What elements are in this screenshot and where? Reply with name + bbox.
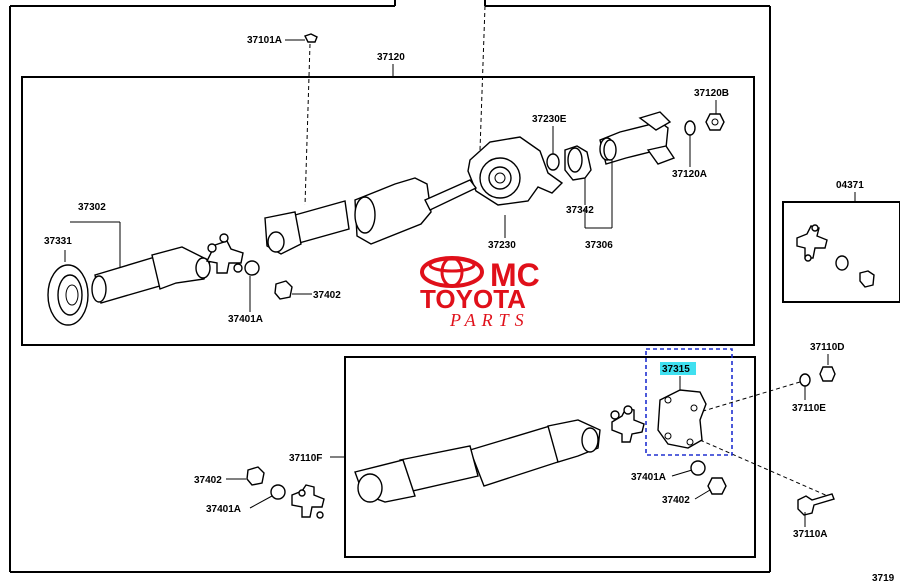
label-37230[interactable]: 37230 xyxy=(488,240,516,251)
kit-spider-04371[interactable] xyxy=(796,224,828,262)
label-37401A-top[interactable]: 37401A xyxy=(228,314,263,325)
label-37110A[interactable]: 37110A xyxy=(793,529,827,540)
u-joint-spider-left[interactable] xyxy=(291,484,325,519)
label-37120B[interactable]: 37120B xyxy=(694,88,729,99)
nut-part-37120B[interactable] xyxy=(705,113,725,131)
highlight-37315 xyxy=(660,362,696,375)
snap-ring-37402-left[interactable] xyxy=(246,466,265,486)
yoke-flange-37315[interactable] xyxy=(657,389,707,449)
bolt-part-37110A[interactable] xyxy=(797,493,835,516)
center-bearing-37230[interactable] xyxy=(467,136,564,206)
label-37101A[interactable]: 37101A xyxy=(247,35,282,46)
label-37306[interactable]: 37306 xyxy=(585,240,613,251)
kit-cup-04371[interactable] xyxy=(835,255,849,271)
label-37230E[interactable]: 37230E xyxy=(532,114,567,125)
label-37331[interactable]: 37331 xyxy=(44,236,72,247)
ring-part-37230E[interactable] xyxy=(546,153,560,171)
logo-toyota: TOYOTA xyxy=(420,284,526,314)
bearing-rings[interactable] xyxy=(564,139,617,181)
label-37110E[interactable]: 37110E xyxy=(792,403,826,414)
lower-shaft-37110F[interactable] xyxy=(354,419,601,503)
snap-ring-37402-top[interactable] xyxy=(274,280,293,300)
washer-part-37110E[interactable] xyxy=(799,373,811,387)
label-37110D[interactable]: 37110D xyxy=(810,342,844,353)
u-joint-spider-lower[interactable] xyxy=(610,405,645,443)
label-37110F[interactable]: 37110F xyxy=(289,453,322,464)
label-37402-top[interactable]: 37402 xyxy=(313,290,341,301)
front-flange-37331[interactable] xyxy=(47,264,89,326)
corner-reference: 3719 xyxy=(872,573,895,582)
bearing-cup-37401A-right[interactable] xyxy=(690,460,706,476)
u-joint-spider-top[interactable] xyxy=(205,233,244,274)
nut-part-37110D[interactable] xyxy=(819,366,836,382)
logo-parts: PARTS xyxy=(449,310,530,330)
label-37342[interactable]: 37342 xyxy=(566,205,594,216)
selection-box-37315[interactable] xyxy=(645,348,733,456)
label-04371[interactable]: 04371 xyxy=(836,180,864,191)
toyota-parts-logo: MC TOYOTA PARTS xyxy=(420,256,540,330)
rear-flange-yoke[interactable] xyxy=(599,111,676,165)
label-37402-right[interactable]: 37402 xyxy=(662,495,690,506)
front-shaft-37302[interactable] xyxy=(91,246,211,304)
clip-part-37101A[interactable] xyxy=(304,33,318,43)
label-37302[interactable]: 37302 xyxy=(78,202,106,213)
bearing-cup-37401A-left[interactable] xyxy=(270,484,286,500)
front-tube-shaft[interactable] xyxy=(264,200,350,255)
label-37315[interactable]: 37315 xyxy=(662,364,690,375)
kit-ring-04371[interactable] xyxy=(859,270,875,288)
side-kit-box xyxy=(782,201,900,303)
washer-part-37120A[interactable] xyxy=(684,120,696,136)
label-37401A-right[interactable]: 37401A xyxy=(631,472,666,483)
logo-mc: MC xyxy=(490,257,540,293)
upper-assembly-box xyxy=(21,76,755,346)
label-37120[interactable]: 37120 xyxy=(377,52,405,63)
label-37120A[interactable]: 37120A xyxy=(672,169,707,180)
label-37402-left[interactable]: 37402 xyxy=(194,475,222,486)
bearing-cup-37401A-top[interactable] xyxy=(244,260,260,276)
outer-frame xyxy=(9,0,771,573)
label-37401A-left[interactable]: 37401A xyxy=(206,504,241,515)
snap-ring-37402-right[interactable] xyxy=(707,477,727,495)
splined-stub-shaft[interactable] xyxy=(354,177,478,245)
